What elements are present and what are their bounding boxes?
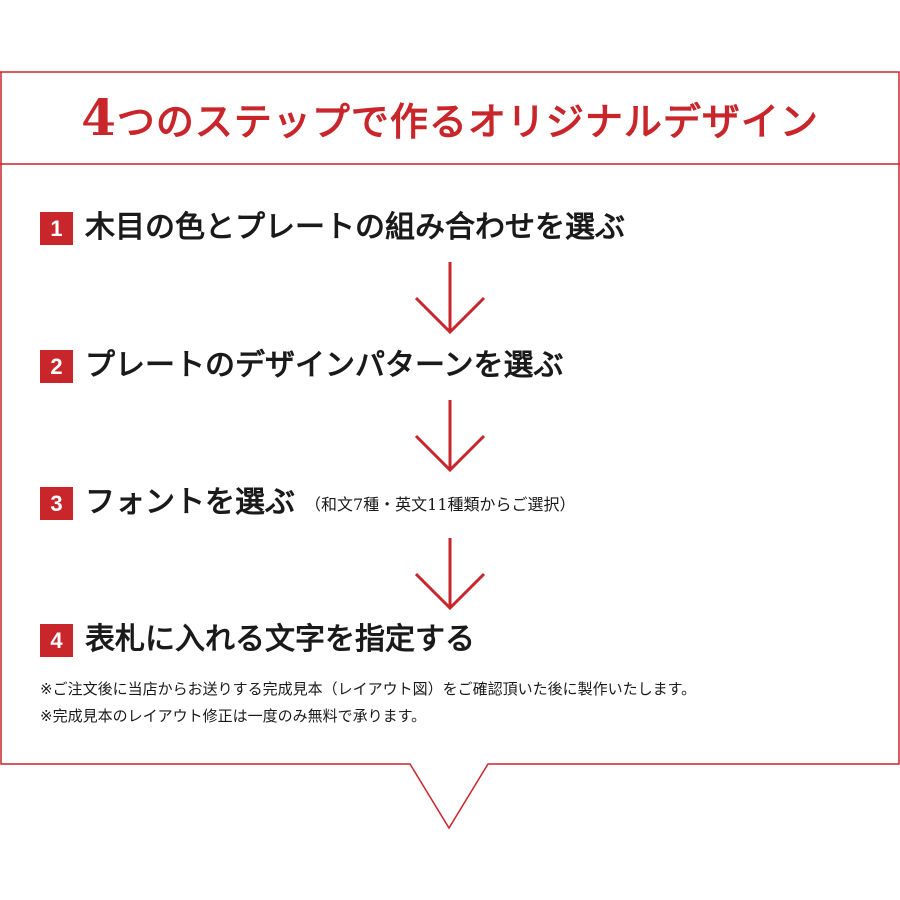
step-1-badge: 1	[40, 211, 73, 245]
frame-outline	[0, 71, 900, 830]
step-4: 4 表札に入れる文字を指定する	[40, 620, 475, 660]
page-title: 4つのステップで作るオリジナルデザイン	[0, 86, 900, 154]
note-line: ※ご注文後に当店からお送りする完成見本（レイアウト図）をご確認頂いた後に製作いた…	[40, 680, 697, 698]
step-3-badge: 3	[40, 486, 73, 520]
step-3-label: フォントを選ぶ	[85, 485, 295, 520]
step-2-label: プレートのデザインパターンを選ぶ	[85, 348, 564, 383]
step-4-badge: 4	[40, 623, 73, 657]
step-1-label: 木目の色とプレートの組み合わせを選ぶ	[85, 210, 625, 245]
title-text: つのステップで作るオリジナルデザイン	[116, 99, 819, 144]
down-arrow-icon	[414, 538, 486, 611]
step-2-badge: 2	[40, 349, 73, 383]
step-1: 1 木目の色とプレートの組み合わせを選ぶ	[40, 208, 625, 248]
note-line: ※完成見本のレイアウト修正は一度のみ無料で承ります。	[40, 707, 427, 725]
step-2: 2 プレートのデザインパターンを選ぶ	[40, 346, 564, 386]
down-arrow-icon	[414, 400, 486, 473]
step-3: 3 フォントを選ぶ （和文7種・英文11種類からご選択）	[40, 483, 576, 523]
title-number: 4	[81, 88, 117, 147]
down-arrow-icon	[414, 262, 486, 335]
step-4-label: 表札に入れる文字を指定する	[85, 622, 475, 657]
notes: ※ご注文後に当店からお送りする完成見本（レイアウト図）をご確認頂いた後に製作いた…	[40, 676, 696, 730]
step-3-note: （和文7種・英文11種類からご選択）	[305, 495, 576, 514]
